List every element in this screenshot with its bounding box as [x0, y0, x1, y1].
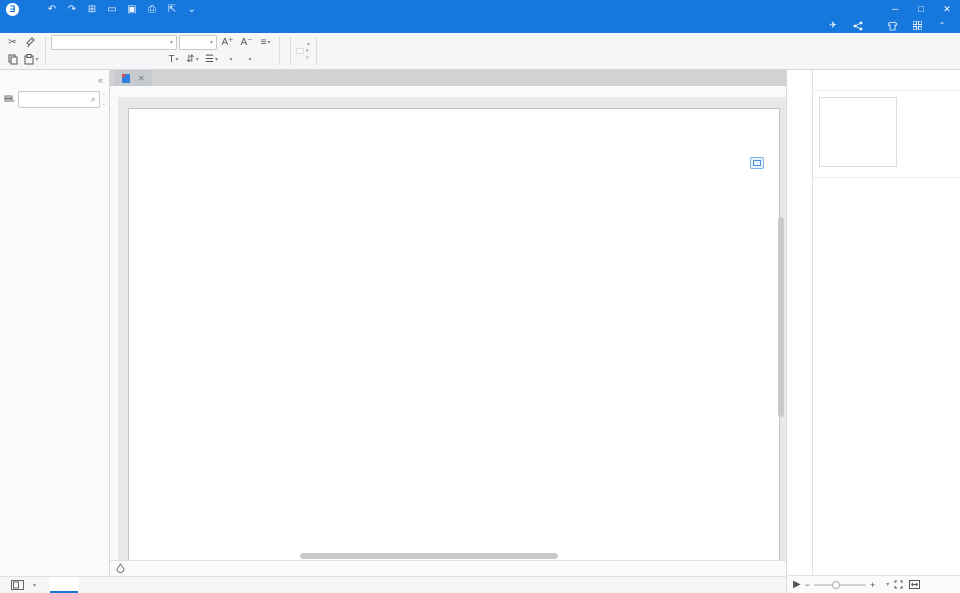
print-icon[interactable]: ⎙ [148, 3, 156, 15]
more-icon[interactable]: ⌄ [187, 3, 197, 15]
drawing-canvas[interactable] [118, 97, 786, 560]
drawing-page[interactable] [128, 108, 780, 560]
italic-button[interactable] [70, 52, 87, 67]
library-scroll-arrows[interactable]: ⌃⌄ [101, 92, 106, 107]
page-widget-icon[interactable] [750, 157, 764, 169]
page-select-caret[interactable]: ▾ [33, 582, 37, 589]
new-icon[interactable]: ⊞ [87, 3, 97, 15]
undo-icon[interactable]: ↶ [47, 3, 57, 15]
current-theme-preview [819, 97, 897, 167]
redo-icon[interactable]: ↷ [67, 3, 77, 15]
style-gallery-scroll[interactable]: ▲▾≡ [306, 40, 311, 61]
app-logo-icon: Ǝ [6, 2, 19, 16]
underline-button[interactable] [89, 52, 106, 67]
libraries-panel: « ⌕ ⌃⌄ [0, 70, 110, 576]
menu-bar: ✈ ⌃ [0, 18, 960, 33]
shirt-icon[interactable] [884, 18, 900, 34]
font-family-select[interactable]: ▾ [51, 35, 177, 50]
fit-width-icon[interactable] [908, 577, 920, 593]
style-gallery [296, 48, 304, 54]
format-painter-icon[interactable] [23, 35, 40, 50]
align-text-icon[interactable]: ≡▾ [260, 37, 271, 48]
title-bar: Ǝ ↶ ↷ ⊞ ▭ ▣ ⎙ ⇱ ⌄ ─ □ ✕ [0, 0, 960, 18]
page-bar: ▾ [0, 576, 786, 593]
search-field[interactable] [22, 93, 78, 106]
document-icon [122, 73, 130, 83]
send-icon[interactable]: ✈ [829, 20, 837, 30]
zoom-slider-thumb[interactable] [831, 580, 840, 589]
ribbon-toolbar: ✂ ▾ ▾ ▾ A⁺ A⁻ ≡▾ T▾ ⇵▾ ☰▾ ▾ ▾ [0, 33, 960, 70]
share-icon[interactable] [850, 18, 866, 34]
library-manager-icon[interactable] [3, 92, 16, 108]
theme-panel [813, 70, 960, 575]
collapse-panel-icon[interactable]: « [97, 74, 103, 85]
open-icon[interactable]: ▭ [107, 3, 117, 15]
bullet-list-button[interactable]: ☰▾ [205, 54, 218, 65]
abbreviation-button[interactable]: ▾ [229, 57, 233, 63]
strikethrough-button[interactable] [108, 52, 125, 67]
close-tab-icon[interactable]: ✕ [138, 73, 145, 83]
superscript-button[interactable] [127, 52, 144, 67]
right-panel: ▶ − + ▾ [786, 70, 960, 593]
zoom-bar: ▶ − + ▾ [787, 575, 960, 593]
right-icon-strip [787, 70, 813, 575]
page-tab[interactable] [50, 577, 79, 593]
zoom-slider[interactable] [813, 580, 866, 589]
decrease-font-icon[interactable]: A⁻ [240, 37, 253, 48]
page-preview-icon[interactable] [8, 577, 26, 593]
search-input[interactable]: ⌕ [18, 91, 100, 108]
color-palette-bar [110, 560, 786, 576]
maximize-icon[interactable]: □ [918, 3, 924, 14]
horizontal-scrollbar[interactable] [300, 553, 558, 559]
subscript-button[interactable] [146, 52, 163, 67]
collapse-ribbon-icon[interactable]: ⌃ [938, 20, 946, 30]
vertical-scrollbar[interactable] [778, 217, 784, 417]
theme-gallery [813, 178, 960, 542]
canvas-area: ✕ [110, 70, 786, 560]
play-icon[interactable]: ▶ [793, 579, 801, 590]
fullscreen-icon[interactable] [893, 577, 904, 593]
apps-icon[interactable] [909, 18, 925, 34]
search-icon[interactable]: ⌕ [90, 94, 96, 104]
line-spacing-button[interactable]: ⇵▾ [186, 54, 199, 65]
no-fill-swatch[interactable] [113, 561, 127, 576]
increase-font-icon[interactable]: A⁺ [221, 37, 234, 48]
document-tab[interactable]: ✕ [115, 70, 152, 86]
paste-icon[interactable]: ▾ [23, 52, 40, 67]
export-icon[interactable]: ⇱ [167, 3, 177, 15]
font-size-select[interactable]: ▾ [179, 35, 217, 50]
zoom-out-icon[interactable]: − [804, 579, 810, 590]
highlight-color-button[interactable]: ▾ [248, 57, 252, 63]
save-icon[interactable]: ▣ [127, 3, 137, 15]
minimize-icon[interactable]: ─ [891, 3, 899, 14]
zoom-in-icon[interactable]: + [869, 579, 876, 590]
zoom-caret-icon[interactable]: ▾ [886, 582, 890, 588]
bold-button[interactable] [51, 52, 68, 67]
cut-icon[interactable]: ✂ [8, 37, 17, 48]
close-icon[interactable]: ✕ [943, 3, 951, 14]
copy-icon[interactable] [4, 52, 21, 67]
text-color-button[interactable]: T▾ [168, 54, 179, 65]
document-tab-strip: ✕ [110, 70, 786, 86]
